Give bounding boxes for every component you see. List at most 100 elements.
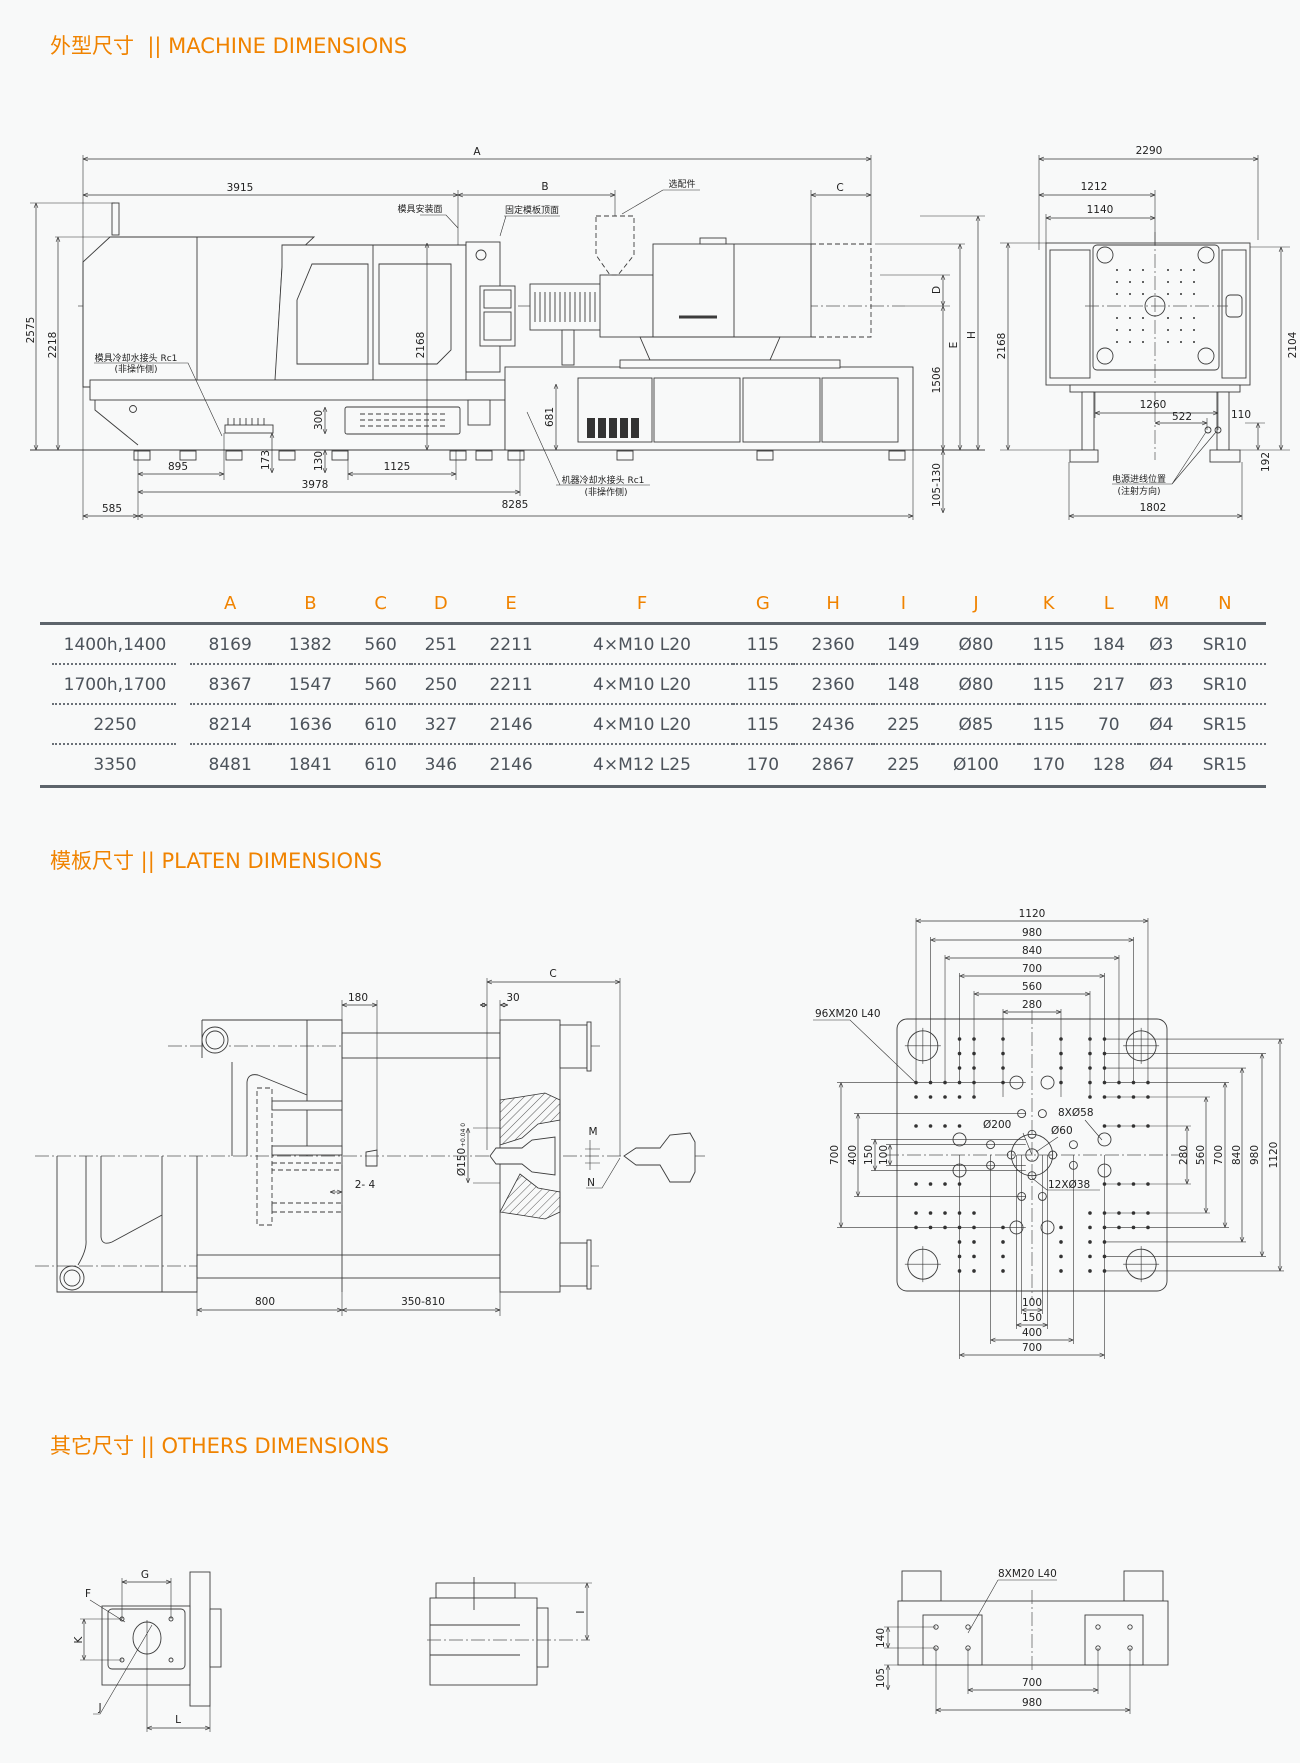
dim-label-173: 173 <box>260 450 272 470</box>
dim-label-2290: 2290 <box>1136 145 1163 157</box>
value-cell-C: 560 <box>350 665 411 705</box>
dim-label-1506: 1506 <box>931 366 943 393</box>
value-cell-B: 1636 <box>270 705 351 745</box>
model-cell: 1700h,1700 <box>40 665 190 705</box>
dim-label-100-bottom: 100 <box>1022 1297 1042 1309</box>
dim-label-200-diameter: Ø200 <box>983 1119 1011 1131</box>
tapped-hole <box>928 1124 933 1128</box>
dim-label-C: C <box>836 182 843 194</box>
value-cell-C: 610 <box>350 705 411 745</box>
machine-frame <box>89 379 506 401</box>
signal-light-icon <box>111 202 120 236</box>
center-hole-60 <box>1025 1148 1039 1162</box>
machine-cooling-water-label: 机器冷却水接头 Rc1 <box>562 474 645 486</box>
mold-cooling-water-label: 模具冷却水接头 Rc1 <box>95 352 178 364</box>
value-cell-B: 1382 <box>270 624 351 666</box>
dim-label-N: N <box>587 1177 595 1189</box>
dim-label-522: 522 <box>1172 411 1192 423</box>
value-cell-I: 225 <box>887 755 920 775</box>
dim-label-2104: 2104 <box>1287 331 1299 358</box>
machine-end-view: 2290 1212 1140 2168 2104 1260 522 110 19… <box>996 145 1299 520</box>
value-cell-N: SR15 <box>1183 705 1267 745</box>
injection-barrel <box>529 283 603 331</box>
value-cell-A: 8367 <box>190 665 271 705</box>
dim-label-C-platen: C <box>549 968 556 980</box>
machine-cooling-water-side-label: (非操作侧) <box>584 486 627 498</box>
tolerance-label: +0.04 0 <box>460 1123 467 1147</box>
tapped-hole <box>943 1182 947 1186</box>
column-header-N: N <box>1218 592 1232 614</box>
dim-label-100-left: 100 <box>878 1145 890 1165</box>
dim-label-M: M <box>588 1126 597 1138</box>
optional-part-label: 选配件 <box>668 178 695 190</box>
dim-label-B: B <box>541 181 548 193</box>
section-title-platen-dimensions: 模板尺寸 || PLATEN DIMENSIONS <box>50 849 383 873</box>
dim-label-150-left: 150 <box>863 1145 875 1165</box>
platen-front-view: 1120 980 840 700 560 280 280 560 700 840… <box>813 908 1284 1359</box>
value-cell-G: 115 <box>732 705 794 745</box>
dim-label-J: J <box>97 1702 101 1714</box>
dim-label-840-right: 840 <box>1231 1145 1243 1165</box>
value-cell-G: 115 <box>732 665 794 705</box>
leveling-feet <box>133 450 906 461</box>
value-cell-M: Ø3 <box>1138 624 1184 666</box>
value-cell-D: 346 <box>424 755 458 775</box>
dim-label-1212: 1212 <box>1081 181 1108 193</box>
screw-holes-label: 96XM20 L40 <box>815 1008 881 1020</box>
tapped-hole <box>1102 1095 1107 1099</box>
dim-label-2-4: 2- 4 <box>355 1179 376 1191</box>
value-cell-B: 1547 <box>270 665 351 705</box>
dim-label-2168-end: 2168 <box>996 333 1008 360</box>
value-cell-H: 2360 <box>792 665 874 705</box>
ejector-hole-58 <box>1040 1075 1055 1090</box>
value-cell-E: 2211 <box>470 624 552 666</box>
tapped-hole <box>1088 1269 1092 1273</box>
value-cell-L: 184 <box>1078 624 1140 666</box>
dim-label-F: F <box>85 1588 91 1600</box>
value-cell-K: 115 <box>1018 705 1079 745</box>
dim-label-D: D <box>931 286 943 294</box>
platen-dimension-lines <box>837 918 1284 1359</box>
dim-label-192: 192 <box>1260 452 1272 472</box>
dim-label-1260: 1260 <box>1140 399 1167 411</box>
column-header-I: I <box>900 592 906 614</box>
dim-label-3915: 3915 <box>227 182 254 194</box>
screw-holes-label: 8XM20 L40 <box>998 1568 1057 1580</box>
lower-tie-bar <box>196 1254 501 1279</box>
value-cell-K: 115 <box>1018 665 1079 705</box>
column-header-A: A <box>223 592 237 614</box>
section-title-machine-dimensions: 外型尺寸 || MACHINE DIMENSIONS <box>50 34 408 58</box>
tapped-hole <box>1001 1254 1005 1259</box>
power-inlet-direction-label: (注射方向) <box>1117 485 1160 497</box>
column-header-J: J <box>973 592 979 614</box>
dim-label-980-top: 980 <box>1022 927 1042 939</box>
ejector-hole-58 <box>1097 1132 1112 1147</box>
power-inlet-label: 电源进线位置 <box>1112 473 1166 485</box>
value-cell-D: 251 <box>410 624 472 666</box>
value-cell-G: 170 <box>746 755 780 775</box>
tapped-hole <box>972 1269 976 1273</box>
value-cell-F: 4×M12 L25 <box>593 755 691 775</box>
value-cell-B: 1841 <box>288 755 333 775</box>
nozzle-bushing-section <box>499 1092 561 1146</box>
ejector-hole-38 <box>1037 1109 1047 1119</box>
tapped-hole <box>1088 1254 1092 1259</box>
dim-label-G: G <box>141 1569 149 1581</box>
door-window <box>296 263 369 365</box>
dim-label-2218: 2218 <box>47 332 59 359</box>
model-cell: 3350 <box>93 755 137 775</box>
tapped-hole <box>943 1211 947 1215</box>
value-cell-D: 250 <box>410 665 472 705</box>
value-cell-N: SR10 <box>1183 665 1267 705</box>
dim-label-585: 585 <box>102 503 122 515</box>
dim-label-H: H <box>966 331 978 339</box>
dim-label-980-right: 980 <box>1249 1145 1261 1165</box>
tapped-hole <box>1059 1240 1063 1244</box>
dim-label-130: 130 <box>313 451 325 471</box>
vent-box <box>344 406 461 435</box>
